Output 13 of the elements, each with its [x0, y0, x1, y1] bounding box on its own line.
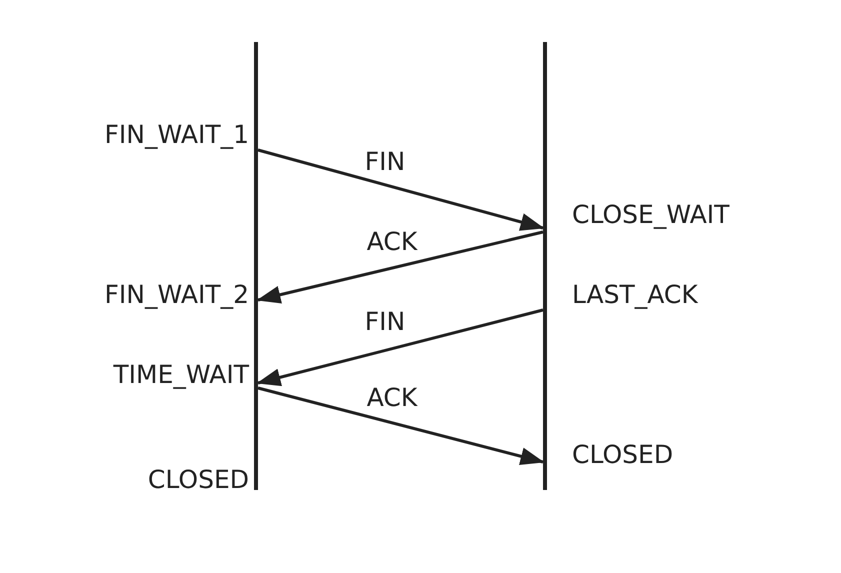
state-label: TIME_WAIT — [113, 360, 249, 390]
state-label: FIN_WAIT_1 — [104, 120, 249, 150]
message-arrow — [256, 230, 544, 304]
state-label: FIN_WAIT_2 — [104, 280, 249, 310]
state-label: CLOSED — [148, 465, 249, 495]
timeline-bar — [543, 42, 547, 490]
state-label: CLOSED — [572, 440, 674, 470]
state-label: LAST_ACK — [572, 280, 698, 310]
timeline-bar — [254, 42, 258, 490]
message-arrow — [258, 148, 544, 231]
message-arrow — [258, 386, 544, 466]
message-arrow — [256, 308, 544, 386]
state-label: CLOSE_WAIT — [572, 200, 730, 230]
